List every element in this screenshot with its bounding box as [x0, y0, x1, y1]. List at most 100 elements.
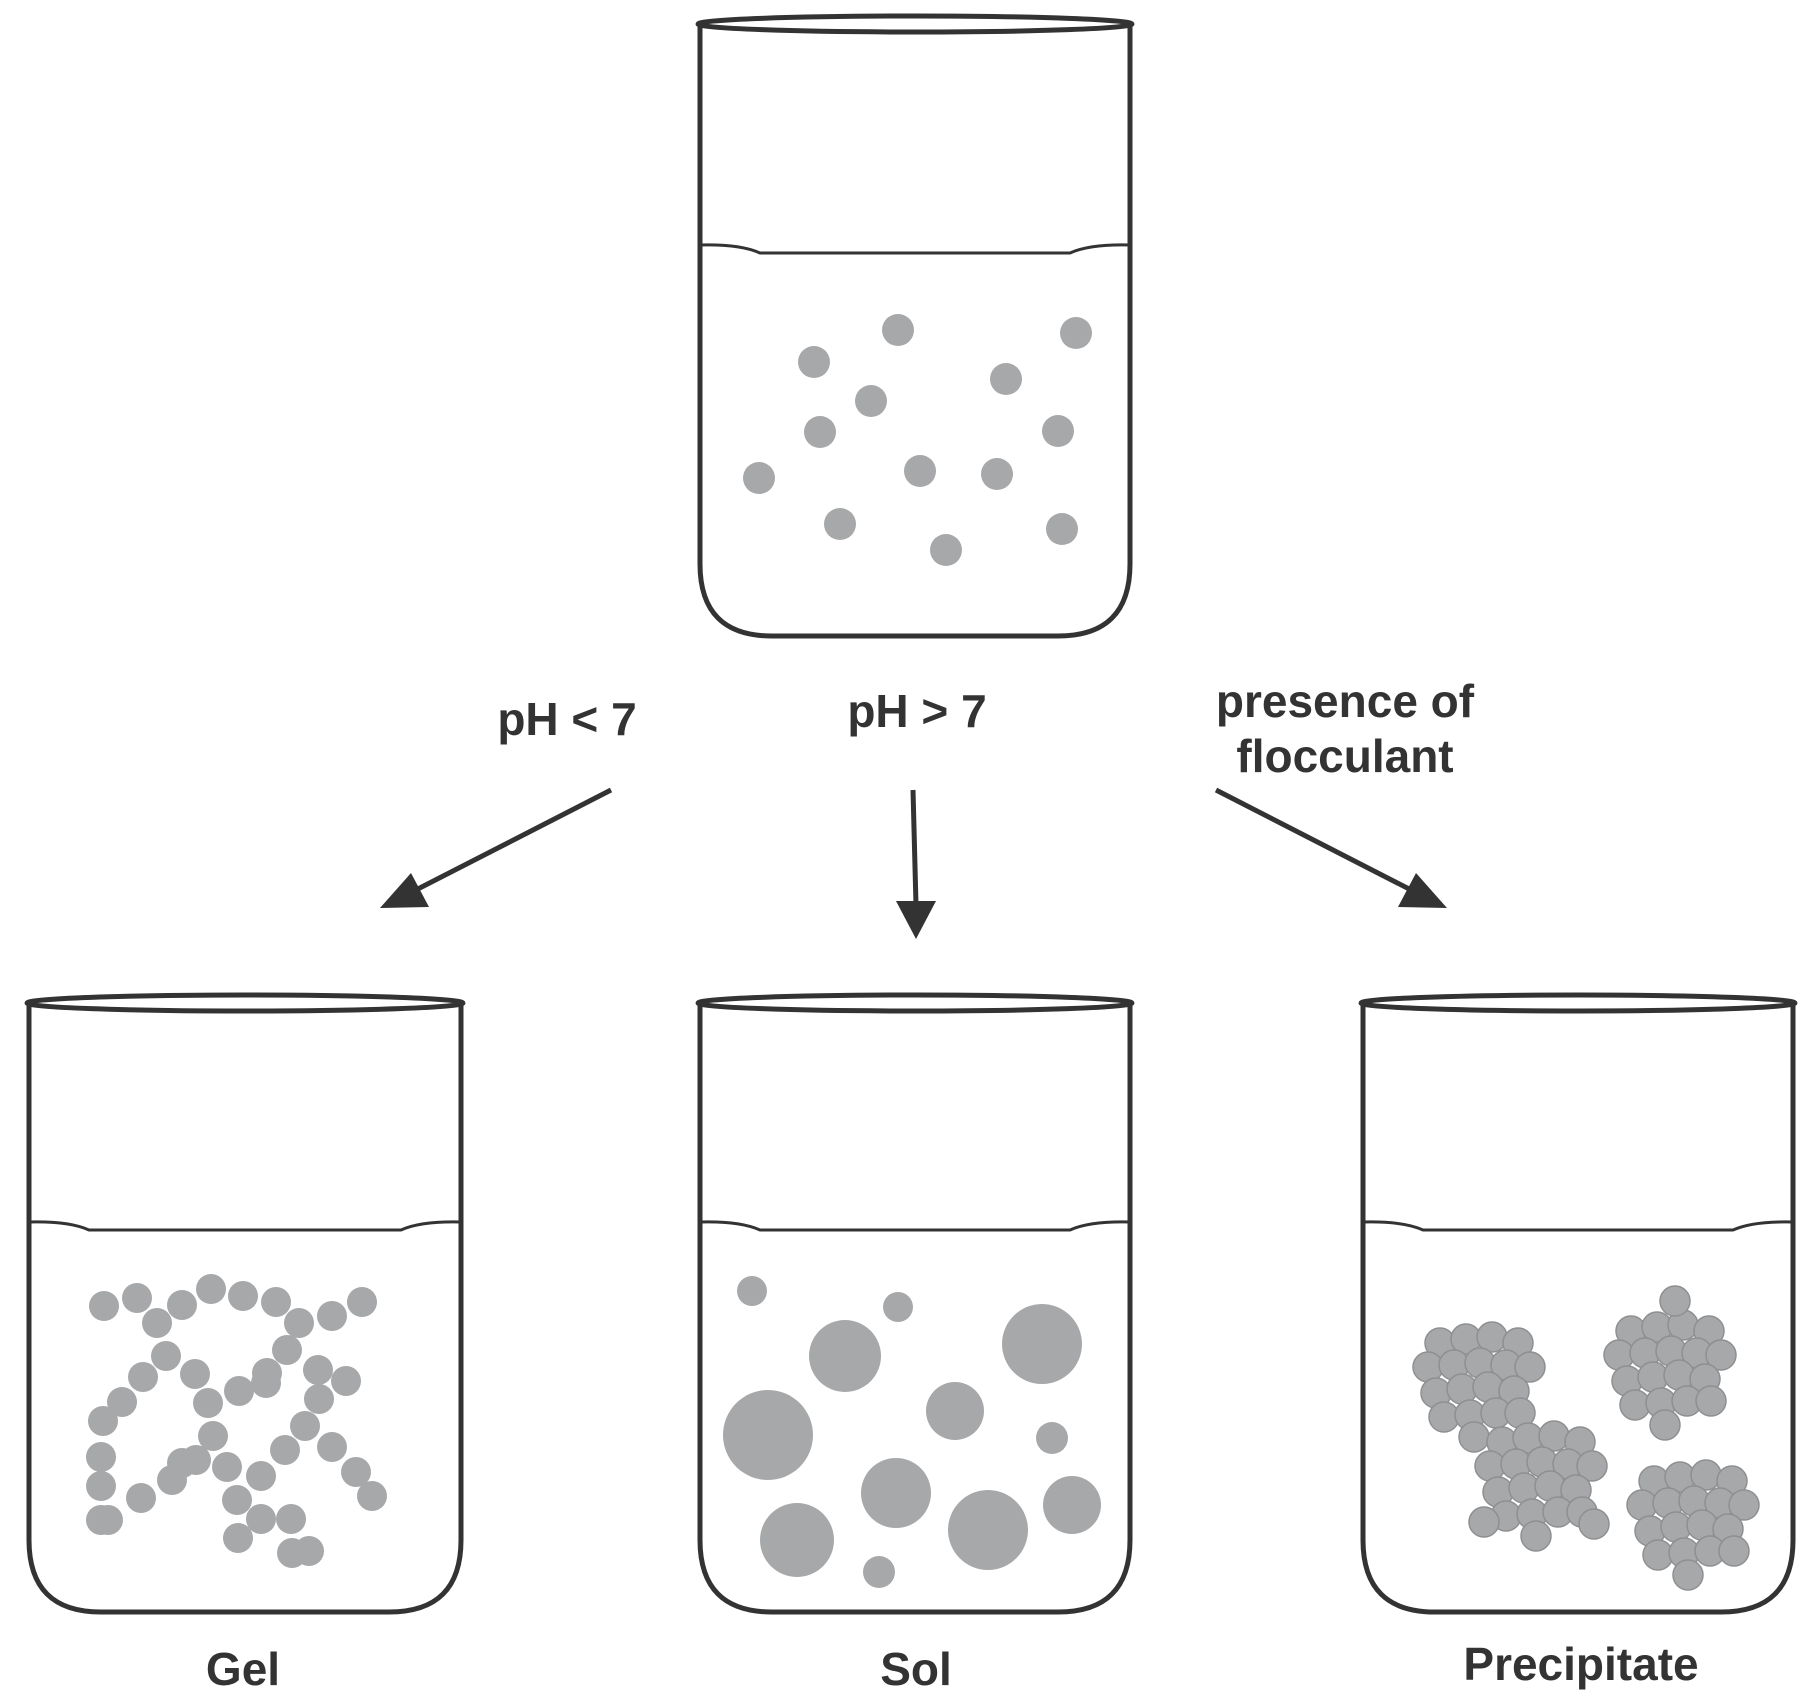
sol-particle — [1043, 1476, 1101, 1534]
sol-beaker — [695, 992, 1135, 1615]
gel-network-particle — [193, 1388, 223, 1418]
gel-network-particle — [167, 1290, 197, 1320]
gel-network-particle — [246, 1461, 276, 1491]
gel-network-particle — [357, 1481, 387, 1511]
gel-network-particle — [157, 1465, 187, 1495]
aggregated-particle — [1514, 1351, 1546, 1383]
dispersed-particle — [804, 416, 836, 448]
gel-network-particle — [122, 1283, 152, 1313]
gel-network-particle — [151, 1341, 181, 1371]
gel-network-particle — [181, 1445, 211, 1475]
dispersed-particle — [743, 462, 775, 494]
beaker-wall — [697, 1005, 1133, 1615]
beaker-rim — [695, 13, 1135, 35]
gel-network-particle — [89, 1291, 119, 1321]
gel-network-particle — [142, 1308, 172, 1338]
arrow-to-sol — [896, 789, 936, 939]
acidic-condition-label: pH < 7 — [497, 693, 636, 745]
sol-particle — [948, 1490, 1028, 1570]
liquid-surface — [28, 1220, 462, 1232]
gel-network-particle — [251, 1368, 281, 1398]
sol-label: Sol — [880, 1643, 952, 1695]
gel-network-particle — [86, 1471, 116, 1501]
gel-network-particle — [223, 1523, 253, 1553]
dispersed-particle — [824, 508, 856, 540]
flocculant-condition-label-line2: flocculant — [1236, 730, 1453, 782]
gel-network-particle — [270, 1435, 300, 1465]
beaker-wall — [697, 26, 1133, 639]
precipitate-label: Precipitate — [1463, 1638, 1698, 1690]
gel-network-particle — [331, 1366, 361, 1396]
aggregated-particle — [1468, 1506, 1500, 1538]
gel-network-particle — [88, 1406, 118, 1436]
gel-network-particle — [317, 1301, 347, 1331]
gel-network-particle — [317, 1432, 347, 1462]
basic-condition-label: pH > 7 — [847, 685, 986, 737]
dispersed-particle — [1042, 415, 1074, 447]
dispersed-particle — [981, 458, 1013, 490]
arrow-to-precipitate — [1214, 787, 1447, 908]
beaker-wall — [1360, 1005, 1796, 1615]
gel-network-particle — [303, 1355, 333, 1385]
dispersed-particle — [882, 314, 914, 346]
precipitate-cluster — [1468, 1420, 1610, 1552]
gel-network-particle — [347, 1287, 377, 1317]
aggregated-particle — [1649, 1409, 1681, 1441]
dispersed-particle — [855, 385, 887, 417]
sol-particle — [737, 1276, 767, 1306]
gel-network-particle — [107, 1387, 137, 1417]
gel-network-particle — [272, 1335, 302, 1365]
gel-network-particle — [222, 1485, 252, 1515]
gel-network-particle — [198, 1421, 228, 1451]
precipitate-cluster — [1626, 1459, 1760, 1591]
gel-network-particle — [128, 1362, 158, 1392]
aggregated-particle — [1578, 1508, 1610, 1540]
gel-network-particle — [86, 1505, 116, 1535]
beaker-rim — [695, 992, 1135, 1014]
precipitate-cluster — [1412, 1321, 1546, 1453]
beaker-rim — [24, 992, 466, 1014]
gel-network-particle — [212, 1452, 242, 1482]
sol-particle — [723, 1390, 813, 1480]
gel-network-particle — [86, 1442, 116, 1472]
dispersed-particle — [1060, 317, 1092, 349]
gel-network-particle — [294, 1536, 324, 1566]
sol-particle — [1002, 1304, 1082, 1384]
flocculant-condition-label-line1: presence of — [1216, 675, 1475, 727]
gel-network-particle — [304, 1384, 334, 1414]
liquid-surface — [699, 1220, 1131, 1232]
liquid-surface — [699, 243, 1131, 255]
dispersed-particle — [930, 534, 962, 566]
gel-label: Gel — [206, 1643, 280, 1695]
initial-beaker — [695, 13, 1135, 639]
aggregated-particle — [1695, 1385, 1727, 1417]
precipitate-cluster — [1603, 1285, 1737, 1441]
gel-network-particle — [228, 1281, 258, 1311]
gel-network-particle — [341, 1457, 371, 1487]
sol-particle — [863, 1556, 895, 1588]
gel-network-particle — [276, 1504, 306, 1534]
gel-network-particle — [261, 1287, 291, 1317]
gel-network-particle — [224, 1376, 254, 1406]
gel-network-particle — [180, 1359, 210, 1389]
gel-beaker — [24, 992, 466, 1615]
sol-particle — [926, 1382, 984, 1440]
gel-network-particle — [284, 1308, 314, 1338]
aggregated-particle — [1728, 1489, 1760, 1521]
gel-network-particle — [126, 1483, 156, 1513]
sol-particle — [861, 1458, 931, 1528]
gel-network-particle — [246, 1504, 276, 1534]
aggregated-particle — [1520, 1520, 1552, 1552]
aggregated-particle — [1718, 1535, 1750, 1567]
beaker-rim — [1358, 992, 1798, 1014]
gel-network-particle — [196, 1274, 226, 1304]
dispersed-particle — [1046, 513, 1078, 545]
aggregated-particle — [1458, 1421, 1490, 1453]
aggregated-particle — [1672, 1559, 1704, 1591]
sol-particle — [809, 1320, 881, 1392]
aggregated-particle — [1659, 1285, 1691, 1317]
aggregated-particle — [1705, 1339, 1737, 1371]
precipitate-beaker — [1358, 992, 1798, 1615]
sol-particle — [1036, 1422, 1068, 1454]
